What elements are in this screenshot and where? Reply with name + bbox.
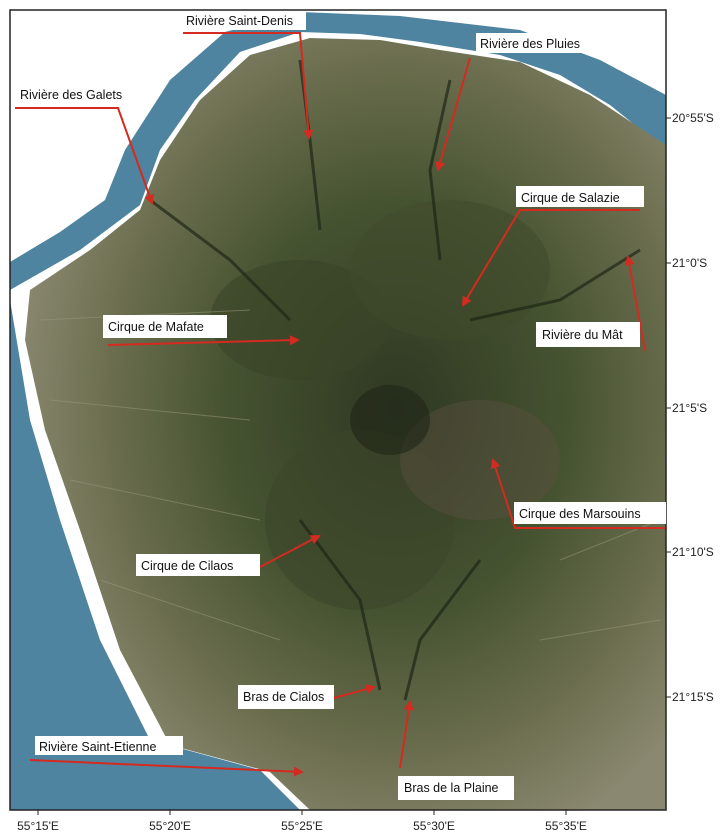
latitude-tick-label: 21°15'S [672,690,714,704]
label-riviere-saint-etienne: Rivière Saint-Etienne [35,736,183,755]
arrow-riviere-saint-etienne [29,759,304,777]
labels: Rivière Saint-Denis Rivière des Pluies R… [14,11,666,800]
label-text: Cirque des Marsouins [519,507,641,521]
arrows [15,32,665,777]
arrow-cirque-de-cilaos [257,535,321,569]
arrow-bras-de-cialos [329,684,376,700]
longitude-axis: 55°15'E 55°20'E 55°25'E 55°30'E 55°35'E [17,810,587,833]
label-text: Cirque de Mafate [108,320,204,334]
longitude-tick-label: 55°30'E [413,819,455,833]
arrow-cirque-de-mafate [107,335,300,346]
latitude-tick-label: 21°0'S [672,256,707,270]
latitude-tick-label: 21°10'S [672,545,714,559]
arrow-riviere-saint-denis [183,32,314,140]
longitude-tick-label: 55°25'E [281,819,323,833]
arrow-riviere-du-mat [624,255,646,352]
label-cirque-des-marsouins: Cirque des Marsouins [514,502,666,524]
label-cirque-de-salazie: Cirque de Salazie [516,186,644,207]
label-text: Rivière du Mât [542,328,623,342]
label-riviere-des-galets: Rivière des Galets [14,84,142,105]
longitude-tick-label: 55°15'E [17,819,59,833]
label-cirque-de-cilaos: Cirque de Cilaos [136,554,260,576]
label-text: Cirque de Cilaos [141,559,233,573]
arrow-cirque-des-marsouins [490,458,665,529]
label-bras-de-cialos: Bras de Cialos [238,685,334,709]
arrow-riviere-des-galets [15,107,155,205]
arrow-bras-de-la-plaine [399,700,414,769]
longitude-tick-label: 55°20'E [149,819,191,833]
label-text: Rivière Saint-Denis [186,14,293,28]
label-riviere-du-mat: Rivière du Mât [536,322,640,347]
map-frame [9,9,667,811]
label-bras-de-la-plaine: Bras de la Plaine [398,776,514,800]
label-text: Rivière des Pluies [480,37,580,51]
latitude-tick-label: 21°5'S [672,401,707,415]
label-text: Rivière Saint-Etienne [39,740,156,754]
arrow-riviere-des-pluies [435,57,471,172]
arrow-cirque-de-salazie [461,209,640,307]
latitude-axis: 20°55'S 21°0'S 21°5'S 21°10'S 21°15'S [666,111,714,704]
label-text: Rivière des Galets [20,88,122,102]
label-riviere-des-pluies: Rivière des Pluies [476,33,600,53]
label-text: Bras de Cialos [243,690,324,704]
label-cirque-de-mafate: Cirque de Mafate [103,315,227,338]
satellite-image [10,10,666,810]
label-riviere-saint-denis: Rivière Saint-Denis [182,11,306,30]
latitude-tick-label: 20°55'S [672,111,714,125]
ocean-coast [10,10,666,275]
longitude-tick-label: 55°35'E [545,819,587,833]
label-text: Bras de la Plaine [404,781,499,795]
label-text: Cirque de Salazie [521,191,620,205]
